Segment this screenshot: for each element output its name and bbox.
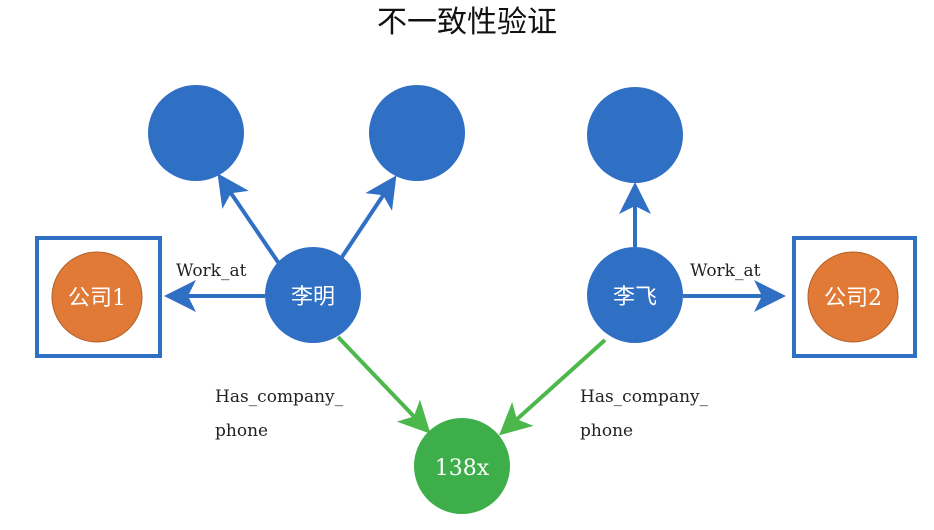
company2-label: 公司2 xyxy=(824,286,882,311)
phone-node xyxy=(414,418,510,514)
diagram-title: 不一致性验证 xyxy=(377,5,557,40)
company1-node xyxy=(51,251,143,343)
edge-label-work-at-left: Work_at xyxy=(176,261,247,281)
edge-label-has-phone-right-line2: phone xyxy=(580,421,633,441)
edge-label-work-at-right: Work_at xyxy=(690,261,761,281)
edge-label-has-phone-left-line1: Has_company_ xyxy=(215,387,344,407)
company1-label: 公司1 xyxy=(68,286,126,311)
company2-node xyxy=(807,251,899,343)
entity-node-1 xyxy=(148,85,244,181)
person-liming-label: 李明 xyxy=(291,285,335,310)
company2-highlight-box xyxy=(792,236,917,358)
phone-label: 138x xyxy=(435,456,490,481)
edge-liming-phone xyxy=(336,335,431,434)
edge-liming-node1 xyxy=(217,173,282,267)
entity-node-2 xyxy=(369,85,465,181)
edge-lifei-phone xyxy=(499,338,607,436)
person-liming-node xyxy=(265,247,361,343)
entity-node-3 xyxy=(587,87,683,183)
person-lifei-label: 李飞 xyxy=(613,285,657,310)
edge-label-has-phone-right-line1: Has_company_ xyxy=(580,387,709,407)
person-lifei-node xyxy=(587,247,683,343)
edge-label-has-phone-left-line2: phone xyxy=(215,421,268,441)
edge-liming-node2 xyxy=(338,175,397,262)
company1-highlight-box xyxy=(35,236,162,358)
